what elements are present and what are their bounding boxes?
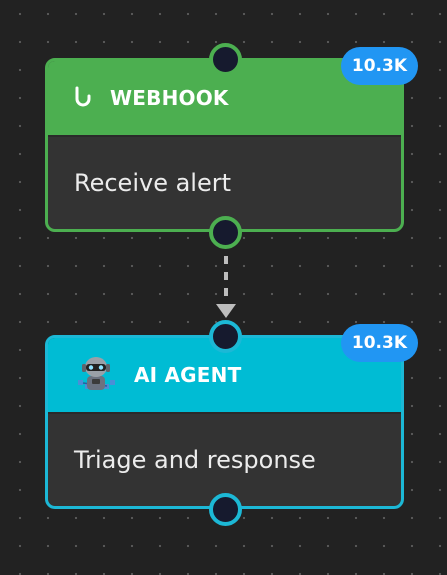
ai-agent-node[interactable]: 10.3K AI AGENT Triage and response: [45, 320, 418, 526]
webhook-count-badge: 10.3K: [340, 47, 418, 85]
robot-icon: [72, 355, 118, 395]
webhook-node-description: Receive alert: [74, 169, 232, 197]
hook-icon: [72, 85, 94, 111]
webhook-output-port[interactable]: [208, 216, 242, 249]
webhook-node-title: WEBHOOK: [110, 86, 229, 110]
ai-agent-node-description: Triage and response: [74, 446, 316, 474]
webhook-node[interactable]: 10.3K WEBHOOK Receive alert: [45, 43, 418, 249]
ai-agent-output-port[interactable]: [208, 493, 242, 526]
edge-arrowhead: [216, 304, 236, 318]
ai-agent-count-badge: 10.3K: [340, 324, 418, 362]
ai-agent-node-title: AI AGENT: [134, 363, 242, 387]
webhook-node-body[interactable]: Receive alert: [48, 137, 401, 229]
ai-agent-input-port[interactable]: [208, 320, 242, 353]
webhook-input-port[interactable]: [208, 43, 242, 76]
ai-agent-node-body[interactable]: Triage and response: [48, 414, 401, 506]
